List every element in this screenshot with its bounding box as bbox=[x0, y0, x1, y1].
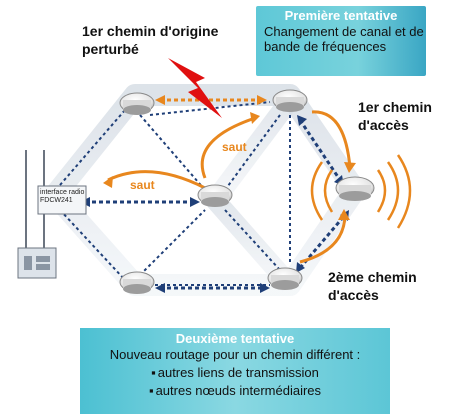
second-attempt-text: Nouveau routage pour un chemin différent… bbox=[109, 347, 361, 362]
link-bottom-node-center bbox=[139, 209, 206, 276]
link-interface-top bbox=[59, 109, 126, 186]
hop-arrows bbox=[107, 110, 352, 264]
second-attempt-box: Deuxième tentative Nouveau routage pour … bbox=[80, 328, 390, 414]
interface-box bbox=[37, 185, 87, 215]
detector-center bbox=[197, 184, 233, 207]
radio-waves-icon bbox=[310, 154, 412, 229]
first-attempt-box: Première tentative Changement de canal e… bbox=[256, 6, 426, 76]
access-path-2-label: 2ème chemin d'accès bbox=[328, 269, 417, 303]
link-center-bottomright bbox=[224, 209, 281, 271]
link-top-node-center bbox=[139, 114, 206, 191]
lightning-icon bbox=[168, 58, 222, 118]
hop-label-top: saut bbox=[222, 140, 247, 154]
detector-top-left bbox=[119, 92, 155, 115]
detector-top-right bbox=[272, 89, 308, 112]
second-attempt-title: Deuxième tentative bbox=[175, 331, 295, 346]
link-interface-bottom bbox=[59, 209, 126, 281]
first-attempt-title: Première tentative bbox=[284, 8, 398, 23]
detector-bottom-left bbox=[119, 271, 155, 294]
disturbed-link bbox=[155, 95, 267, 105]
detectors bbox=[119, 89, 375, 294]
mesh-links bbox=[59, 101, 291, 286]
second-attempt-item: autres nœuds intermédiaires bbox=[80, 382, 390, 400]
access-path-1-label: 1er chemin d'accès bbox=[358, 99, 432, 133]
control-panel-icon bbox=[17, 150, 57, 279]
interface-label: interface radio FDCW241 bbox=[40, 189, 85, 204]
detector-bottom-right bbox=[267, 267, 303, 290]
second-attempt-item: autres liens de transmission bbox=[80, 364, 390, 382]
hop-label-left: saut bbox=[130, 178, 155, 192]
detector-right bbox=[335, 176, 375, 201]
first-attempt-text: Changement de canal et de bande de fréqu… bbox=[264, 24, 424, 54]
first-path-label: 1er chemin d'origine perturbé bbox=[82, 23, 219, 57]
